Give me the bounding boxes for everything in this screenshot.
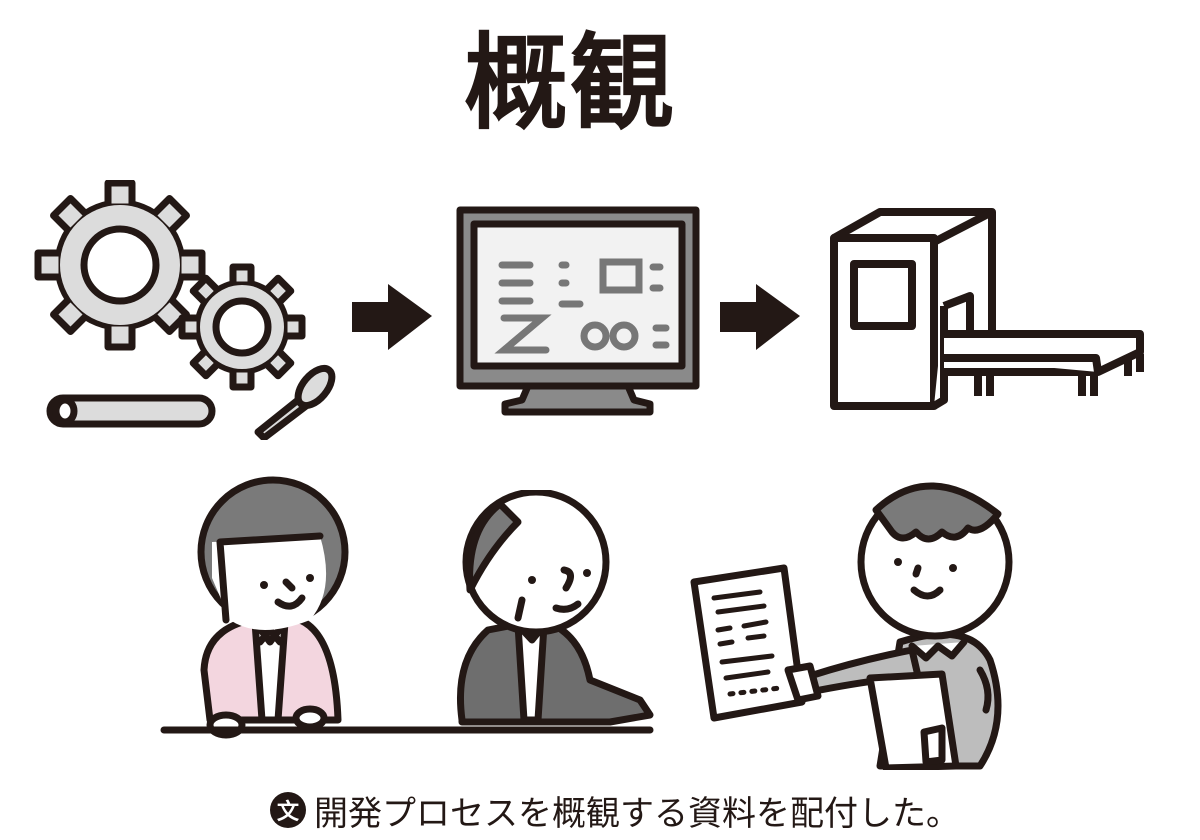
older-man-in-gray-suit-illustration: [456, 490, 654, 726]
table-edge: [160, 726, 654, 734]
sentence-badge-icon: 文: [270, 792, 306, 828]
computer-monitor-icon: [456, 206, 700, 416]
arrow-right-icon: [720, 284, 800, 350]
arrow-right-icon: [352, 284, 432, 350]
example-sentence: 文 開発プロセスを概観する資料を配付した。: [270, 786, 960, 834]
woman-in-pink-suit-illustration: [197, 476, 349, 739]
page-title: 概観: [463, 22, 676, 144]
factory-machine-icon: [830, 208, 1144, 410]
man-presenting-document-illustration: [690, 482, 1013, 770]
gears-icon: [34, 180, 336, 440]
example-sentence-text: 開発プロセスを概観する資料を配付した。: [314, 793, 960, 834]
